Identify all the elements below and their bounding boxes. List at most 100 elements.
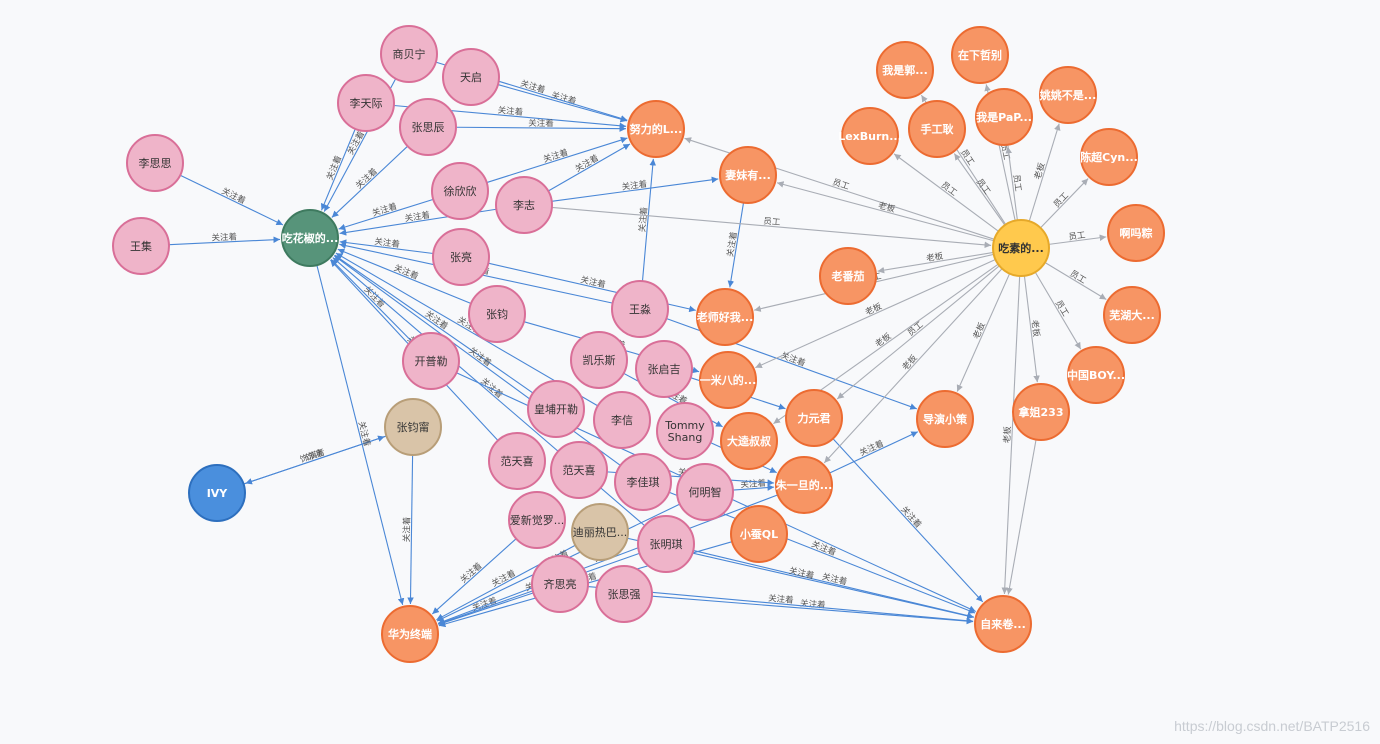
node-circle[interactable] <box>593 391 651 449</box>
node-woshipap[interactable]: 我是PaP... <box>975 88 1033 146</box>
edge-qisiliang-huaweizhongduan[interactable] <box>438 592 534 626</box>
node-wangmiao[interactable]: 王淼 <box>611 280 669 338</box>
node-circle[interactable] <box>916 390 974 448</box>
node-lixin[interactable]: 李信 <box>593 391 651 449</box>
edge-aixinjueluo-huaweizhongduan[interactable] <box>431 538 517 615</box>
edge-chisude-liyuanjun[interactable] <box>836 265 1000 400</box>
node-circle[interactable] <box>595 565 653 623</box>
edge-zhangsiqiang-zilaijuan[interactable] <box>651 595 974 625</box>
edge-xuxinxin-chihuajiao[interactable] <box>338 198 434 231</box>
node-circle[interactable] <box>126 134 184 192</box>
edge-ivy-zhangjunning[interactable] <box>243 435 385 485</box>
node-circle[interactable] <box>656 402 714 460</box>
node-circle[interactable] <box>1103 286 1161 344</box>
edge-zhangsichen-nulide[interactable] <box>455 125 627 132</box>
node-qisiliang[interactable]: 齐思亮 <box>531 555 589 613</box>
node-circle[interactable] <box>819 247 877 305</box>
node-circle[interactable] <box>637 515 695 573</box>
node-circle[interactable] <box>431 162 489 220</box>
node-huaweizhongduan[interactable]: 华为终端 <box>381 605 439 663</box>
edge-chihuajiao-huaweizhongduan[interactable] <box>316 265 405 606</box>
edge-zhangjunning-huaweizhongduan[interactable] <box>407 454 414 605</box>
node-circle[interactable] <box>730 505 788 563</box>
node-xuxinxin[interactable]: 徐欣欣 <box>431 162 489 220</box>
node-circle[interactable] <box>841 107 899 165</box>
node-circle[interactable] <box>495 176 553 234</box>
node-circle[interactable] <box>611 280 669 338</box>
node-circle[interactable] <box>337 74 395 132</box>
node-hemingzhi[interactable]: 何明智 <box>676 463 734 521</box>
node-circle[interactable] <box>508 491 566 549</box>
node-zhuyidan[interactable]: 朱一旦的... <box>775 456 833 514</box>
node-circle[interactable] <box>531 555 589 613</box>
node-circle[interactable] <box>468 285 526 343</box>
node-zhangjun[interactable]: 张钧 <box>468 285 526 343</box>
edge-chisude-daoyanxiaoce[interactable] <box>956 273 1011 392</box>
node-circle[interactable] <box>488 432 546 490</box>
node-yaoyao[interactable]: 姚姚不是... <box>1039 66 1097 124</box>
edge-chisude-chenchaocyn[interactable] <box>1040 178 1089 229</box>
node-nazie[interactable]: 拿姐233 <box>1012 383 1070 441</box>
node-circle[interactable] <box>571 503 629 561</box>
node-liyuanjun[interactable]: 力元君 <box>785 389 843 447</box>
edge-chisude-zhongguoboy[interactable] <box>1034 271 1082 350</box>
edge-chisude-woshipap[interactable] <box>1005 146 1018 221</box>
node-circle[interactable] <box>719 146 777 204</box>
edge-tianqi-nulide[interactable] <box>497 84 628 123</box>
node-fantianxi2[interactable]: 范天喜 <box>550 441 608 499</box>
edge-lizhi-nulide[interactable] <box>547 143 631 192</box>
edge-chisude-wuhuda[interactable] <box>1044 261 1107 300</box>
node-shangbeining[interactable]: 商贝宁 <box>380 25 438 83</box>
edge-meizhuyou-laoshihao[interactable] <box>727 202 745 288</box>
node-circle[interactable] <box>699 351 757 409</box>
node-circle[interactable] <box>527 380 585 438</box>
edge-zhangsichen-chihuajiao[interactable] <box>331 145 408 218</box>
node-zaixiazhebie[interactable]: 在下哲别 <box>951 26 1009 84</box>
edge-zhuyidan-daoyanxiaoce[interactable] <box>829 431 919 474</box>
edge-chisude-amizong[interactable] <box>1048 234 1107 245</box>
edge-chisude-laofanqie[interactable] <box>877 251 994 274</box>
node-zhangliang[interactable]: 张亮 <box>432 228 490 286</box>
edge-hemingzhi-zhuyidan[interactable] <box>732 484 775 491</box>
edge-litianji-chihuajiao[interactable] <box>320 128 356 211</box>
node-circle[interactable] <box>908 100 966 158</box>
node-circle[interactable] <box>785 389 843 447</box>
node-chenchaocyn[interactable]: 陈超Cyn... <box>1080 128 1138 186</box>
node-circle[interactable] <box>1067 346 1125 404</box>
node-circle[interactable] <box>381 605 439 663</box>
edge-zhangliang-chihuajiao[interactable] <box>339 239 434 255</box>
edge-chisude-shougongeng[interactable] <box>953 153 1006 226</box>
node-litianji[interactable]: 李天际 <box>337 74 395 132</box>
edge-chisude-lexburner[interactable] <box>893 153 999 232</box>
node-lexburner[interactable]: LexBurn... <box>838 107 902 165</box>
node-xiaoyaql[interactable]: 小蚕QL <box>730 505 788 563</box>
node-amizong[interactable]: 啊吗粽 <box>1107 204 1165 262</box>
edge-kaipule-chihuajiao[interactable] <box>330 259 412 342</box>
node-circle[interactable] <box>380 25 438 83</box>
edge-lisisi-chihuajiao[interactable] <box>179 174 284 226</box>
node-fantianxi1[interactable]: 范天喜 <box>488 432 546 490</box>
edge-chisude-yaoyao[interactable] <box>1028 123 1061 222</box>
node-circle[interactable] <box>975 88 1033 146</box>
node-lijiaqi[interactable]: 李佳琪 <box>614 453 672 511</box>
node-chisude[interactable]: 吃素的... <box>992 219 1050 277</box>
node-zhangjunning[interactable]: 张钧甯 <box>384 398 442 456</box>
node-circle[interactable] <box>112 217 170 275</box>
node-zhangsichen[interactable]: 张思辰 <box>399 98 457 156</box>
edge-lizhi-meizhuyou[interactable] <box>551 176 719 202</box>
node-shougongeng[interactable]: 手工耿 <box>908 100 966 158</box>
node-lisisi[interactable]: 李思思 <box>126 134 184 192</box>
edge-huangpukaile-chihuajiao[interactable] <box>334 254 534 394</box>
node-circle[interactable] <box>876 41 934 99</box>
node-circle[interactable] <box>1107 204 1165 262</box>
node-zhangmingqi[interactable]: 张明琪 <box>637 515 695 573</box>
node-circle[interactable] <box>635 340 693 398</box>
edge-chisude-yimiba[interactable] <box>755 258 996 369</box>
edge-nazie-zilaijuan[interactable] <box>1006 439 1037 595</box>
node-nulide[interactable]: 努力的L... <box>627 100 685 158</box>
edge-chisude-zilaijuan[interactable] <box>1001 275 1021 595</box>
node-zilaijuan[interactable]: 自来卷... <box>974 595 1032 653</box>
node-daoyanxiaoce[interactable]: 导演小策 <box>916 390 974 448</box>
